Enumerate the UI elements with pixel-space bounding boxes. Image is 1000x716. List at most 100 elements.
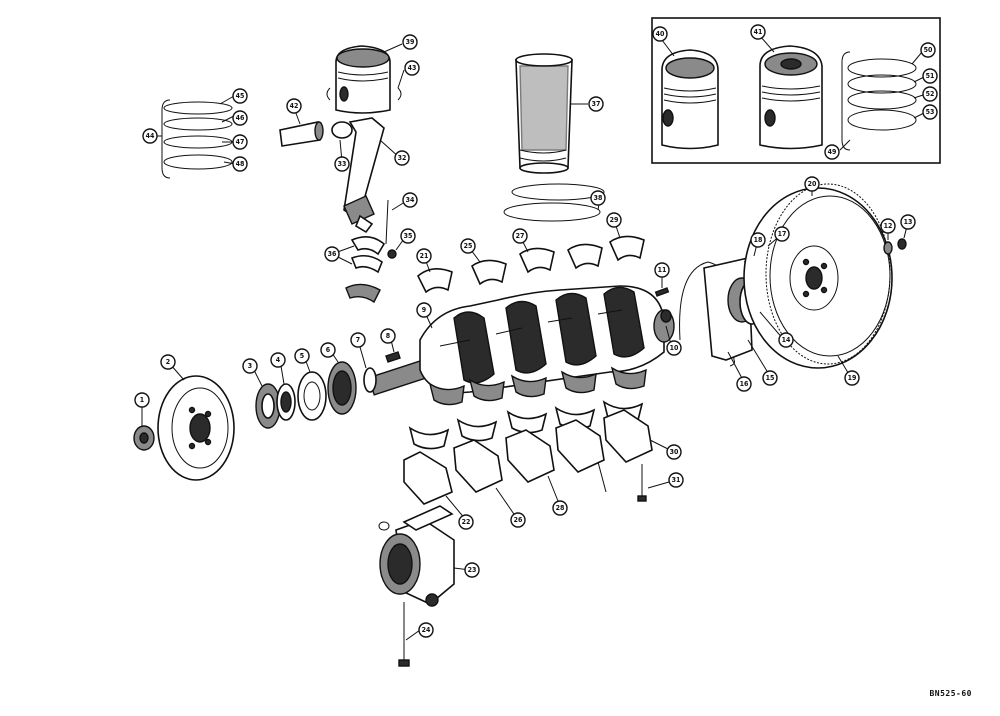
callout-34: 34 xyxy=(402,192,418,208)
svg-text:21: 21 xyxy=(420,252,429,260)
callout-14: 14 xyxy=(778,332,794,348)
rod-bolt-34 xyxy=(385,199,389,245)
svg-text:25: 25 xyxy=(464,242,473,250)
callout-33: 33 xyxy=(334,156,350,172)
seal-rings-38 xyxy=(503,183,605,222)
pulley-2 xyxy=(157,375,235,481)
svg-text:11: 11 xyxy=(658,266,667,274)
svg-text:38: 38 xyxy=(594,194,603,202)
pilot-bearing-10 xyxy=(660,309,672,323)
callout-53: 53 xyxy=(922,104,938,120)
callout-32: 32 xyxy=(394,150,410,166)
svg-text:31: 31 xyxy=(672,476,681,484)
svg-text:35: 35 xyxy=(404,232,413,240)
svg-text:18: 18 xyxy=(754,236,763,244)
svg-text:5: 5 xyxy=(300,352,304,360)
svg-text:6: 6 xyxy=(326,346,331,354)
callout-18: 18 xyxy=(750,232,766,248)
svg-text:36: 36 xyxy=(328,250,337,258)
svg-text:30: 30 xyxy=(670,448,679,456)
callout-48: 48 xyxy=(232,156,248,172)
callout-8: 8 xyxy=(380,328,396,344)
svg-text:43: 43 xyxy=(408,64,417,72)
seal-3 xyxy=(255,383,281,429)
callout-42: 42 xyxy=(286,98,302,114)
svg-text:45: 45 xyxy=(236,92,245,100)
rod-nut-35 xyxy=(387,249,397,259)
svg-text:27: 27 xyxy=(516,232,525,240)
slinger-7 xyxy=(363,367,377,393)
svg-text:34: 34 xyxy=(406,196,415,204)
svg-text:13: 13 xyxy=(904,218,913,226)
callout-44: 44 xyxy=(142,128,158,144)
callout-15: 15 xyxy=(762,370,778,386)
cap-bolt-31 xyxy=(637,464,647,502)
lower-bearing-shells xyxy=(428,366,647,406)
callout-46: 46 xyxy=(232,110,248,126)
callout-3: 3 xyxy=(242,358,258,374)
upper-bearing-shells xyxy=(417,235,645,294)
svg-text:47: 47 xyxy=(236,138,245,146)
callout-36: 36 xyxy=(324,246,340,262)
svg-text:1: 1 xyxy=(140,396,144,404)
svg-text:50: 50 xyxy=(924,46,933,54)
spacer-4 xyxy=(276,383,296,421)
svg-text:3: 3 xyxy=(248,362,252,370)
callout-40: 40 xyxy=(652,26,668,42)
piston-39 xyxy=(326,45,402,114)
svg-text:49: 49 xyxy=(828,148,837,156)
callout-23: 23 xyxy=(464,562,480,578)
callout-9: 9 xyxy=(416,302,432,318)
callout-10: 10 xyxy=(666,340,682,356)
svg-text:29: 29 xyxy=(610,216,619,224)
callout-26: 26 xyxy=(510,512,526,528)
svg-text:20: 20 xyxy=(808,180,817,188)
callout-43: 43 xyxy=(404,60,420,76)
inset-piston-41 xyxy=(759,45,823,150)
callout-50: 50 xyxy=(920,42,936,58)
connecting-rod-32 xyxy=(331,117,385,234)
rod-bearing-36 xyxy=(345,236,386,304)
inset-ring-set xyxy=(841,51,917,151)
ring-set-left xyxy=(161,99,233,179)
cylinder-sleeve-37 xyxy=(515,53,573,174)
bolt-nut-12-13 xyxy=(883,238,907,255)
callout-37: 37 xyxy=(588,96,604,112)
svg-text:44: 44 xyxy=(146,132,155,140)
inset-piston-40 xyxy=(661,49,719,150)
svg-text:14: 14 xyxy=(782,336,791,344)
piston-pin-42 xyxy=(279,121,324,147)
callout-19: 19 xyxy=(844,370,860,386)
main-bearing-caps xyxy=(403,409,653,505)
svg-text:26: 26 xyxy=(514,516,523,524)
svg-text:16: 16 xyxy=(740,380,749,388)
callout-4: 4 xyxy=(270,352,286,368)
inset-panel xyxy=(651,17,941,164)
svg-text:41: 41 xyxy=(754,28,763,36)
svg-text:39: 39 xyxy=(406,38,415,46)
callout-21: 21 xyxy=(416,248,432,264)
o-ring xyxy=(378,521,390,531)
callout-35: 35 xyxy=(400,228,416,244)
svg-text:24: 24 xyxy=(422,626,431,634)
callout-13: 13 xyxy=(900,214,916,230)
pump-gasket-22 xyxy=(402,505,454,531)
crank-nut-1 xyxy=(133,425,155,451)
callout-25: 25 xyxy=(460,238,476,254)
svg-text:12: 12 xyxy=(884,222,893,230)
svg-text:10: 10 xyxy=(670,344,679,352)
callout-12: 12 xyxy=(880,218,896,234)
washer-5 xyxy=(297,371,327,421)
svg-text:28: 28 xyxy=(556,504,565,512)
svg-text:22: 22 xyxy=(462,518,471,526)
callout-39: 39 xyxy=(402,34,418,50)
callout-20: 20 xyxy=(804,176,820,192)
oil-pump-23 xyxy=(379,519,455,607)
callout-6: 6 xyxy=(320,342,336,358)
callout-2: 2 xyxy=(160,354,176,370)
callout-7: 7 xyxy=(350,332,366,348)
callout-1: 1 xyxy=(134,392,150,408)
crankshaft-9 xyxy=(367,285,675,396)
callout-5: 5 xyxy=(294,348,310,364)
